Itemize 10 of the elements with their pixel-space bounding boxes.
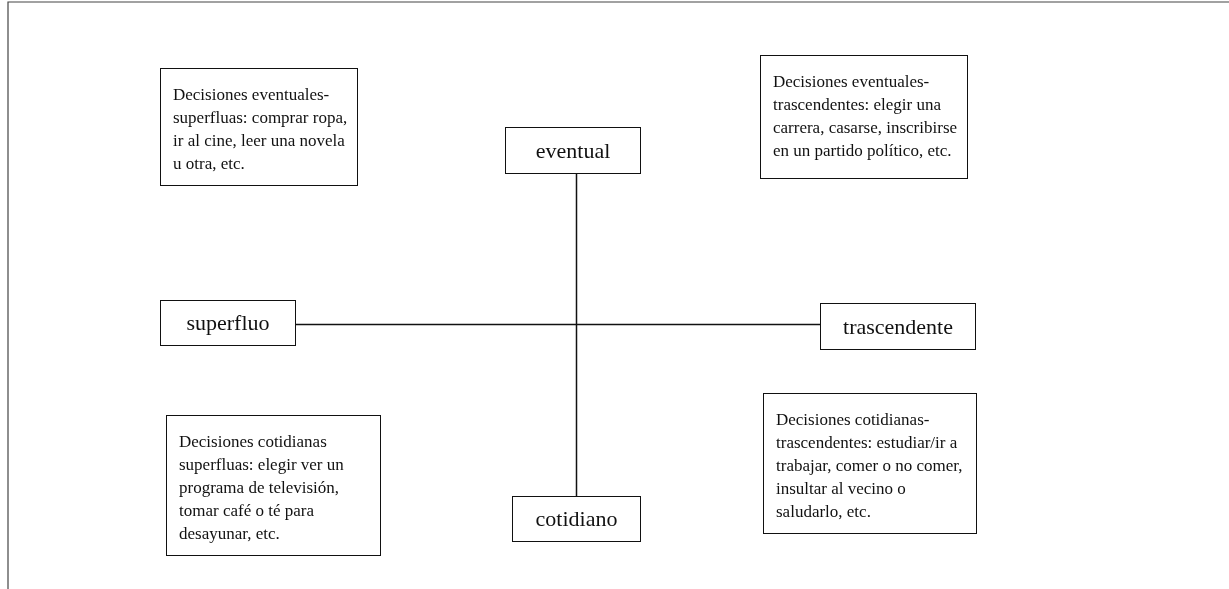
connector-line — [295, 323, 821, 326]
description-box: Decisiones cotidianas-trascendentes: estudiar/ir a trabajar, comer o no comer, insultar al vecino o saludarlo, etc. — [763, 393, 977, 534]
description-box: Decisiones eventuales-superfluas: comprar ropa, ir al cine, leer una novela u otra, etc. — [160, 68, 358, 186]
axis-label-box: superfluo — [160, 300, 296, 346]
description-box: Decisiones eventuales-trascendentes: elegir una carrera, casarse, inscribirse en un partido político, etc. — [760, 55, 968, 179]
description-box: Decisiones cotidianas superfluas: elegir ver un programa de televisión, tomar café o té para desayunar, etc. — [166, 415, 381, 556]
connector-line — [575, 173, 578, 497]
axis-label-box: eventual — [505, 127, 641, 174]
axis-label-box: trascendente — [820, 303, 976, 350]
axis-label-box: cotidiano — [512, 496, 641, 542]
